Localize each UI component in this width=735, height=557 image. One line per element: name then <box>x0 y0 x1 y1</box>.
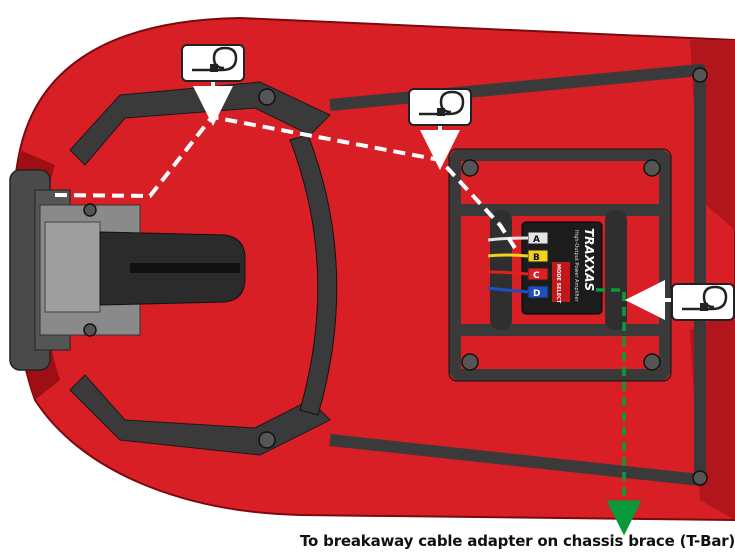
module-brand: TRAXXAS <box>582 228 596 291</box>
module-port-b: B <box>533 253 540 263</box>
cable-tie-icon <box>671 283 735 321</box>
cable-tie-icon <box>408 88 472 126</box>
cable-tie-icon <box>181 44 245 82</box>
traxxas-module <box>521 221 603 315</box>
right-hoop-tube <box>605 210 627 330</box>
module-port-c: C <box>533 271 540 281</box>
module-port-a: A <box>533 235 540 245</box>
center-rollbar <box>289 134 338 416</box>
rear-cage <box>329 64 706 486</box>
servo-wires <box>487 236 529 294</box>
module-subtitle: High-Output Power Amplifier <box>573 230 579 303</box>
steering-slot <box>130 263 240 273</box>
module-port-d: D <box>533 289 540 299</box>
mount-screws <box>83 67 708 486</box>
antenna-lead-dashed <box>596 288 642 536</box>
servo-block <box>44 221 101 313</box>
cable-route-dashed <box>54 114 517 250</box>
caption: To breakaway cable adapter on chassis br… <box>300 532 735 550</box>
cage-outline <box>448 148 672 382</box>
module-select-label: MODE SELECT <box>555 264 561 304</box>
